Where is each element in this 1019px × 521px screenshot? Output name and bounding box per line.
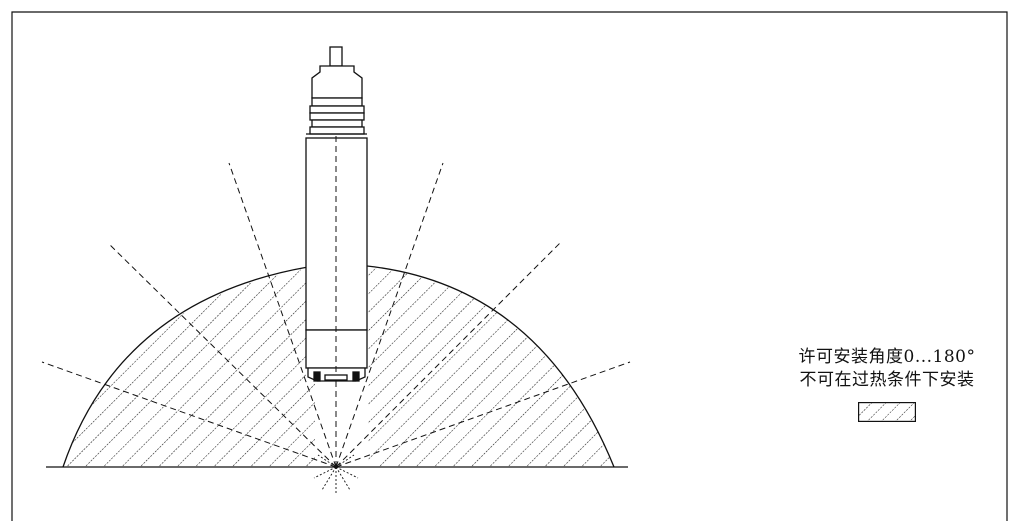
angle-ray-120 <box>335 162 444 468</box>
pivot-point <box>313 454 359 494</box>
allowed-angle-arc-right <box>366 265 615 468</box>
angle-ray-30 <box>107 242 337 468</box>
hatched-area-icon <box>858 402 916 422</box>
allowed-angle-label: 许可安装角度0...180° <box>798 347 976 367</box>
figure-frame <box>11 11 1008 521</box>
allowed-angle-region <box>63 267 614 467</box>
allowed-angle-arc <box>62 266 309 468</box>
angle-ray-150 <box>335 242 561 468</box>
angle-ray-60 <box>228 162 337 468</box>
overheat-warning-label: 不可在过热条件下安装 <box>799 370 975 390</box>
legend: 许可安装角度0...180° 不可在过热条件下安装 <box>762 346 1012 422</box>
angle-ray-0 <box>41 361 337 468</box>
angle-ray-180 <box>335 361 631 468</box>
